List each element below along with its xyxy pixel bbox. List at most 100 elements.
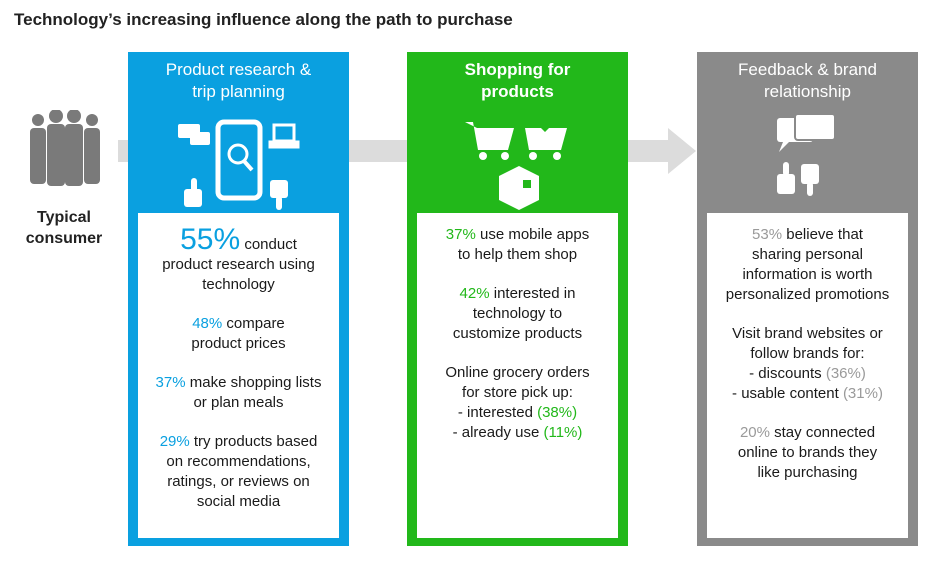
stat-text: on recommendations, bbox=[166, 453, 311, 470]
arrow-head-icon bbox=[668, 128, 696, 174]
panel-heading: Shopping for products bbox=[407, 59, 628, 103]
chat-bubbles-icon bbox=[777, 114, 836, 152]
label-line: consumer bbox=[25, 230, 103, 247]
stat-text: personalized promotions bbox=[725, 286, 890, 303]
cart-download-icon bbox=[525, 114, 567, 160]
stat-percentage: 48% bbox=[192, 315, 223, 332]
stat-text: sharing personal bbox=[752, 246, 863, 263]
stat-percentage: 29% bbox=[159, 433, 190, 450]
heading-line: trip planning bbox=[192, 82, 285, 101]
typical-consumer-label: Typical consumer bbox=[14, 207, 114, 249]
panel-icons bbox=[407, 114, 628, 260]
stat-line: Online grocery orders bbox=[417, 363, 618, 383]
stat-text: - already use bbox=[452, 424, 544, 441]
stat-text: follow brands for: bbox=[750, 345, 865, 362]
stat-percentage: (11%) bbox=[543, 424, 583, 441]
stat-text: customize products bbox=[452, 325, 583, 342]
stat-text: or plan meals bbox=[193, 394, 284, 411]
heading-line: relationship bbox=[764, 82, 851, 101]
stat-text: product prices bbox=[191, 335, 286, 352]
stat-line: product prices bbox=[138, 334, 339, 354]
panel-product-research: Product research & trip planning 55% con… bbox=[128, 52, 349, 546]
stat-percentage: 42% bbox=[459, 285, 490, 302]
stat-paragraph: Online grocery orders for store pick up: -… bbox=[417, 363, 618, 443]
label-line: Typical bbox=[37, 209, 91, 226]
stat-text: stay connected bbox=[769, 424, 876, 441]
stat-line: 53% believe that bbox=[707, 225, 908, 245]
stat-percentage: 37% bbox=[445, 226, 476, 243]
thumbs-up-icon bbox=[184, 178, 202, 207]
stat-paragraph: 48% compare product prices bbox=[138, 314, 339, 354]
stat-line: on recommendations, bbox=[138, 452, 339, 472]
stat-text: - discounts bbox=[749, 365, 826, 382]
stat-text: - usable content bbox=[732, 385, 843, 402]
smartphone-search-icon bbox=[215, 119, 263, 201]
stat-line: customize products bbox=[417, 324, 618, 344]
stat-percentage: 55% bbox=[180, 223, 241, 256]
stat-text: Visit brand websites or bbox=[732, 325, 883, 342]
panel-feedback: Feedback & brand relationship 53% believ… bbox=[697, 52, 918, 546]
heading-line: products bbox=[481, 82, 554, 101]
stat-text: for store pick up: bbox=[462, 384, 573, 401]
panel-heading: Product research & trip planning bbox=[128, 59, 349, 103]
stat-text: to help them shop bbox=[457, 246, 578, 263]
stat-line: - usable content (31%) bbox=[707, 384, 908, 404]
stat-text: technology bbox=[202, 276, 275, 293]
stat-percentage: 53% bbox=[752, 226, 783, 243]
stat-line: 37% use mobile apps bbox=[417, 225, 618, 245]
stat-line: to help them shop bbox=[417, 245, 618, 265]
stat-line: 29% try products based bbox=[138, 432, 339, 452]
thumbs-down-icon bbox=[270, 180, 288, 210]
stat-text: believe that bbox=[782, 226, 863, 243]
stat-text: technology to bbox=[472, 305, 563, 322]
page-title: Technology’s increasing influence along … bbox=[14, 10, 513, 29]
stat-line: or plan meals bbox=[138, 393, 339, 413]
stat-line: - discounts (36%) bbox=[707, 364, 908, 384]
stat-percentage: 20% bbox=[739, 424, 770, 441]
stat-line: follow brands for: bbox=[707, 344, 908, 364]
stat-text: try products based bbox=[189, 433, 318, 450]
stat-line: sharing personal bbox=[707, 245, 908, 265]
shopping-cart-icon bbox=[465, 122, 514, 160]
people-group-icon bbox=[20, 109, 110, 195]
heading-line: Feedback & brand bbox=[738, 60, 877, 79]
stat-text: use mobile apps bbox=[475, 226, 590, 243]
stat-line: technology bbox=[138, 275, 339, 295]
stat-line: personalized promotions bbox=[707, 285, 908, 305]
stat-line: - interested (38%) bbox=[417, 403, 618, 423]
stat-text: social media bbox=[196, 493, 281, 510]
stat-line: technology to bbox=[417, 304, 618, 324]
stat-line: 20% stay connected bbox=[707, 423, 908, 443]
stat-line: like purchasing bbox=[707, 463, 908, 483]
stat-percentage: (36%) bbox=[825, 365, 866, 382]
stat-line: Visit brand websites or bbox=[707, 324, 908, 344]
panel-icons bbox=[697, 114, 918, 260]
stat-paragraph: 37% make shopping lists or plan meals bbox=[138, 373, 339, 413]
panel-shopping: Shopping for products 37% use mobile app… bbox=[407, 52, 628, 546]
stat-text: Online grocery orders bbox=[445, 364, 590, 381]
stat-text: make shopping lists bbox=[185, 374, 322, 391]
stat-text: - interested bbox=[457, 404, 538, 421]
stat-line: for store pick up: bbox=[417, 383, 618, 403]
stat-line: product research using bbox=[138, 255, 339, 275]
stat-text: compare bbox=[222, 315, 285, 332]
stat-percentage: (38%) bbox=[537, 404, 578, 421]
stat-text: information is worth bbox=[742, 266, 873, 283]
stat-line: ratings, or reviews on bbox=[138, 472, 339, 492]
laptop-icon bbox=[268, 123, 300, 149]
stat-text: online to brands they bbox=[737, 444, 878, 461]
stat-percentage: 37% bbox=[155, 374, 186, 391]
heading-line: Shopping for bbox=[464, 60, 571, 79]
stat-line: information is worth bbox=[707, 265, 908, 285]
thumbs-up-down-icon bbox=[777, 162, 819, 196]
heading-line: Product research & bbox=[165, 60, 312, 79]
package-box-icon bbox=[499, 166, 539, 210]
